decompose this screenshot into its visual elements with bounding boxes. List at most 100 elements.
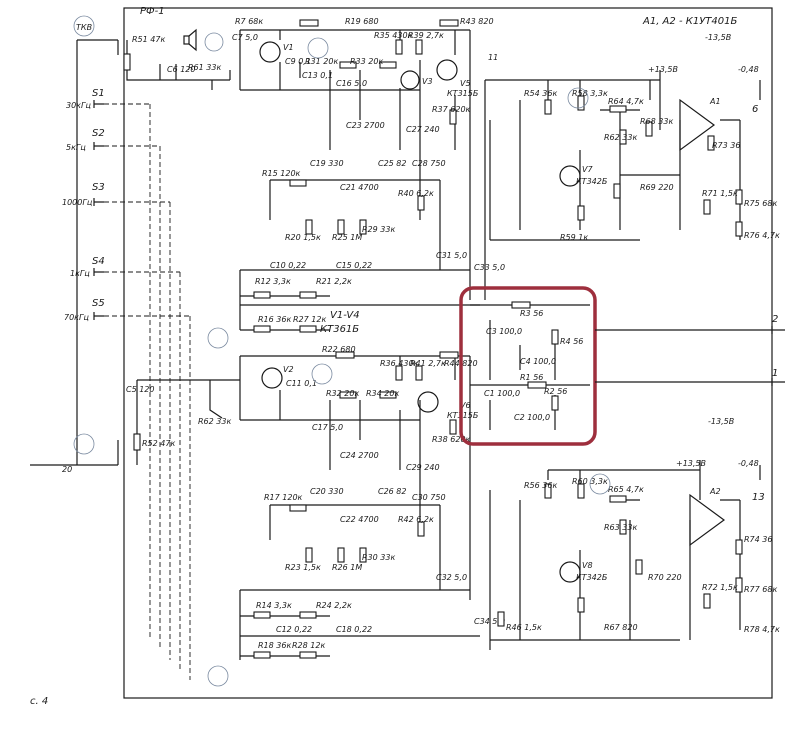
switch-label: S5 xyxy=(92,298,105,309)
capacitor-label: C15 0,22 xyxy=(336,261,372,270)
resistor-label: R68 33к xyxy=(640,117,673,126)
connector-label: 6 xyxy=(752,104,758,115)
voltage-pos1: +13,5В xyxy=(648,65,678,74)
switch-s2: S2 5кГц xyxy=(66,128,105,152)
transistor-label: V3 xyxy=(422,77,433,86)
switch-label: S1 xyxy=(92,88,105,99)
highlight-c1: C1 100,0 xyxy=(484,389,520,398)
resistor-label: R73 36 xyxy=(712,141,740,150)
capacitor-label: C13 0,1 xyxy=(302,71,333,80)
resistor-label: R71 1,5к xyxy=(702,189,738,198)
capacitor-label: C29 240 xyxy=(406,463,440,472)
resistor-label: R38 620к xyxy=(432,435,471,444)
resistor-label: R63 33к xyxy=(604,523,637,532)
resistor-label: R25 1М xyxy=(332,233,362,242)
capacitor-label: C6 120 xyxy=(167,65,196,74)
capacitor-label: C5 120 xyxy=(126,385,155,394)
capacitor-label: C31 5,0 xyxy=(436,251,467,260)
transistor-type: КТ342Б xyxy=(576,177,608,186)
capacitor-label: C30 750 xyxy=(412,493,446,502)
transistor-v5 xyxy=(436,59,458,81)
board-frame xyxy=(123,7,773,699)
resistor-label: R69 220 xyxy=(640,183,674,192)
transistor-label: V8 xyxy=(582,561,593,570)
capacitor-label: C9 0,1 xyxy=(285,57,311,66)
resistor-label: R62 33к xyxy=(604,133,637,142)
resistor-label: R40 6,2к xyxy=(398,189,434,198)
resistor-label: R30 33к xyxy=(362,553,395,562)
switch-s5: S5 70кГц xyxy=(64,298,105,322)
transistor-v3 xyxy=(400,70,420,90)
resistor-label: R19 680 xyxy=(345,17,379,26)
highlight-c2: C2 100,0 xyxy=(514,413,550,422)
transistor-type: КТ315Б xyxy=(447,89,479,98)
highlight-r4: R4 56 xyxy=(560,337,583,346)
highlight-c3: C3 100,0 xyxy=(486,327,522,336)
resistor-label: R17 120к xyxy=(264,493,303,502)
transistor-v1 xyxy=(259,41,281,63)
switch-label: S4 xyxy=(92,256,105,267)
capacitor-label: C7 5,0 xyxy=(232,33,258,42)
voltage-out2: -0,48 xyxy=(738,459,759,468)
capacitor-label: C16 5,0 xyxy=(336,79,367,88)
resistor-label: R52 47к xyxy=(142,439,175,448)
resistor-label: R77 68к xyxy=(744,585,777,594)
capacitor-label: C24 2700 xyxy=(340,451,379,460)
connector-label: 13 xyxy=(752,492,765,503)
resistor-label: R54 36к xyxy=(524,89,557,98)
resistor-label: R43 820 xyxy=(460,17,494,26)
capacitor-label: C28 750 xyxy=(412,159,446,168)
connector-label: 1 xyxy=(772,368,778,379)
opamp-label: A1 xyxy=(709,97,721,106)
voltage-pos2: +13,5В xyxy=(676,459,706,468)
highlight-r2: R2 56 xyxy=(544,387,567,396)
switch-freq: 1кГц xyxy=(70,269,90,278)
page-number: с. 4 xyxy=(30,696,48,707)
resistor-label: R26 1М xyxy=(332,563,362,572)
transistor-label: V6 xyxy=(460,401,471,410)
switch-freq: 5кГц xyxy=(66,143,86,152)
capacitor-label: C33 5,0 xyxy=(474,263,505,272)
capacitor-label: C20 330 xyxy=(310,487,344,496)
transistor-v2 xyxy=(261,367,283,389)
capacitor-label: C25 82 xyxy=(378,159,407,168)
highlight-network xyxy=(470,301,590,430)
capacitor-label: C22 4700 xyxy=(340,515,379,524)
highlight-box xyxy=(459,286,597,446)
resistor-label: R42 6,2к xyxy=(398,515,434,524)
resistor-label: R24 2,2к xyxy=(316,601,352,610)
resistor-label: R76 4,7к xyxy=(744,231,780,240)
right-upper-stage: A1 V7 КТ342Б xyxy=(484,70,761,300)
resistor-label: R70 220 xyxy=(648,573,682,582)
resistor-label: R14 3,3к xyxy=(256,601,292,610)
voltage-top: -13,5В xyxy=(705,33,731,42)
resistor-label: R37 620к xyxy=(432,105,471,114)
header-ic-list: A1, A2 - К1УТ401Б xyxy=(642,16,737,27)
switch-rails xyxy=(104,103,191,680)
switch-freq: 1000Гц xyxy=(62,198,93,207)
resistor-label: R23 1,5к xyxy=(285,563,321,572)
resistor-label: R61 33к xyxy=(188,63,221,72)
input-network-upper: R51 47к R61 33к C6 120 xyxy=(123,35,231,90)
resistor-label: R74 36 xyxy=(744,535,772,544)
resistor-label: R78 4,7к xyxy=(744,625,780,634)
resistor-label: R56 36к xyxy=(524,481,557,490)
voltage-out1: -0,48 xyxy=(738,65,759,74)
transistor-type: КТ342Б xyxy=(576,573,608,582)
input-network-lower: R52 47к R62 33к C5 120 xyxy=(126,379,240,465)
resistor-label: R16 36к xyxy=(258,315,291,324)
connector-label: 2 xyxy=(772,314,778,325)
resistor-label: R28 12к xyxy=(292,641,325,650)
switch-s1: S1 30кГц xyxy=(66,88,105,110)
resistor-label: R35 430к xyxy=(374,31,413,40)
resistor-label: R46 1,5к xyxy=(506,623,542,632)
capacitor-label: C19 330 xyxy=(310,159,344,168)
upper-stage: V1 V3 V5 КТ315Б xyxy=(239,19,479,280)
resistor-label: R20 1,5к xyxy=(285,233,321,242)
capacitor-label: C10 0,22 xyxy=(270,261,306,270)
capacitor-label: C32 5,0 xyxy=(436,573,467,582)
lower-stage: V2 V6 КТ315Б xyxy=(239,351,479,600)
capacitor-label: C17 5,0 xyxy=(312,423,343,432)
connector-label: 11 xyxy=(488,53,498,62)
switch-networks-upper xyxy=(239,270,480,333)
